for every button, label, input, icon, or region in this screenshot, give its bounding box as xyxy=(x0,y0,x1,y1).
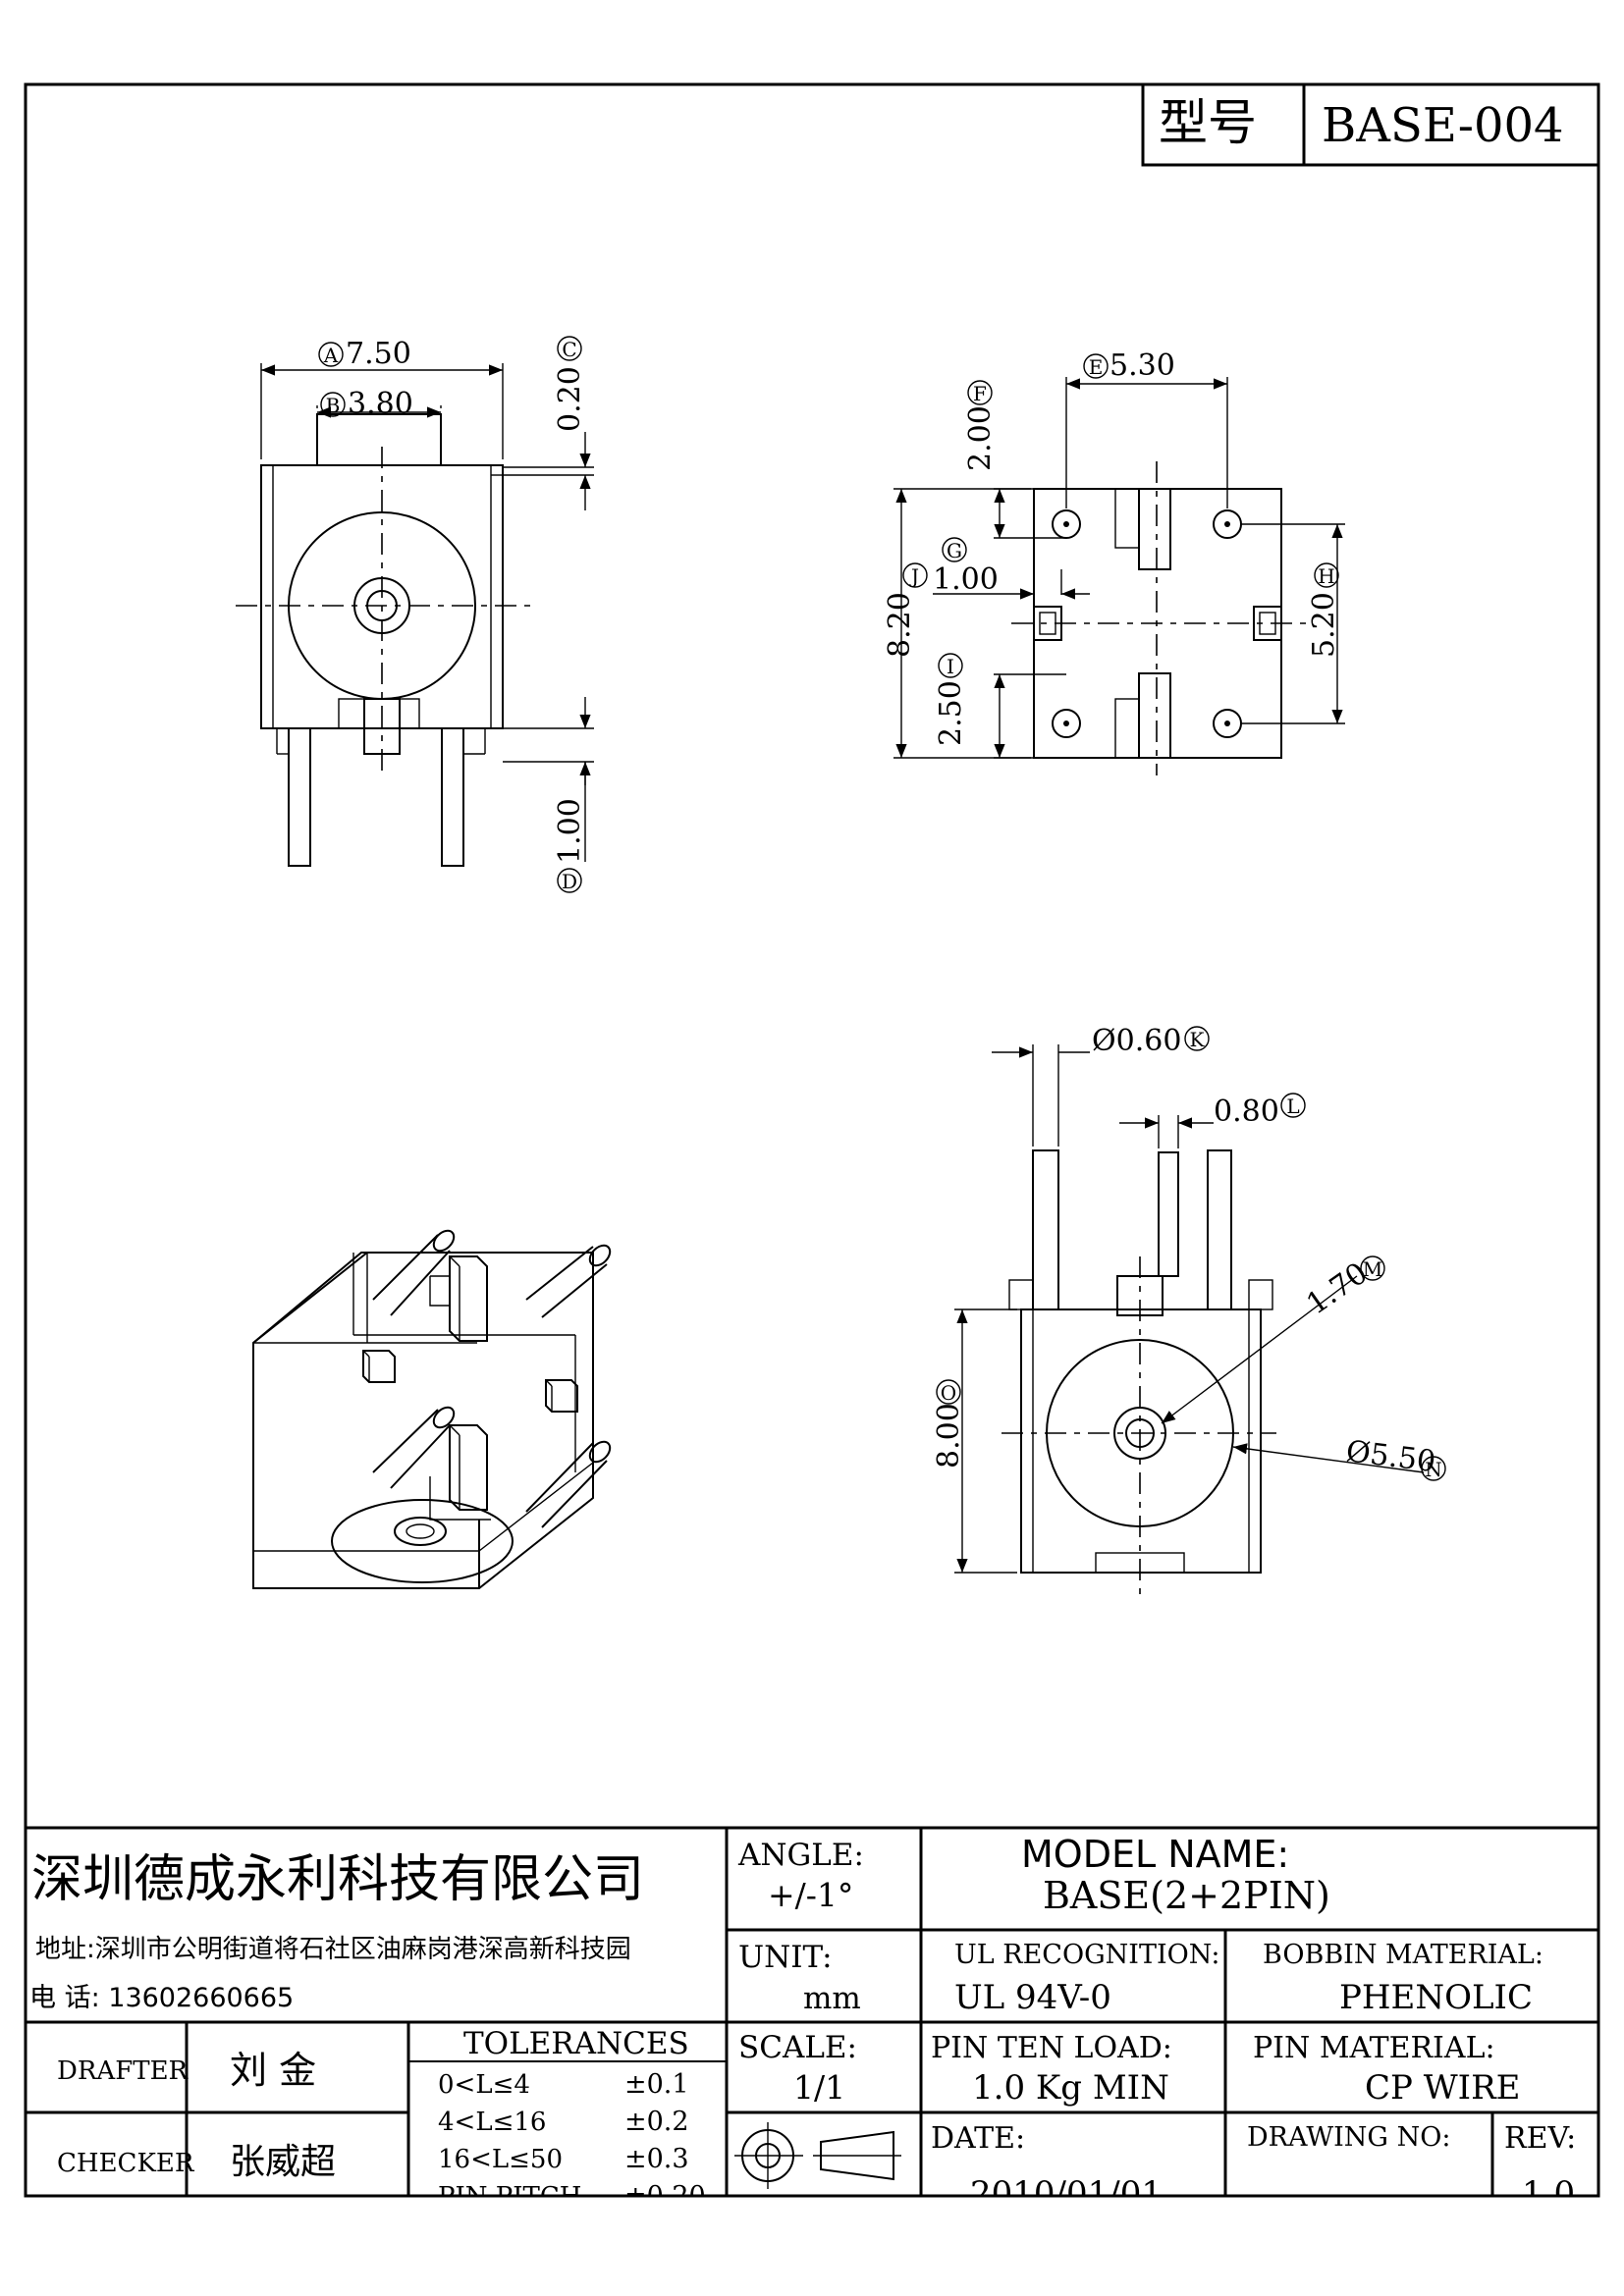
dim-j-value: 8.20 xyxy=(883,592,917,658)
dim-c-value: 0.20 xyxy=(553,366,587,432)
isometric-view xyxy=(252,1229,612,1589)
dim-n-diameter: Ø xyxy=(1344,1434,1373,1471)
drafter-value: 刘 金 xyxy=(230,2049,316,2092)
scale-label: SCALE: xyxy=(738,2030,857,2065)
pin-ten-value: 1.0 Kg MIN xyxy=(972,2068,1169,2108)
dim-d-letter: D xyxy=(562,870,577,893)
date-label: DATE: xyxy=(931,2121,1025,2156)
angle-value: +/-1° xyxy=(768,1876,853,1914)
bottom-view: E 5.30 F 2.00 G 1.00 J 8.20 I 2.50 xyxy=(883,348,1345,775)
dim-o-value: 8.00 xyxy=(932,1403,966,1468)
dim-b-letter: B xyxy=(326,394,341,417)
tol-value-2: ±0.3 xyxy=(624,2144,689,2174)
tol-value-3: ±0.20 xyxy=(624,2181,706,2212)
model-name-label: MODEL NAME: xyxy=(1021,1833,1289,1876)
dim-g-letter: G xyxy=(947,539,962,562)
dim-k-number: 0.60 xyxy=(1116,1024,1182,1058)
dim-a-letter: A xyxy=(323,344,339,367)
rev-label: REV: xyxy=(1504,2121,1576,2156)
tol-value-1: ±0.2 xyxy=(624,2107,689,2137)
date-value: 2010/01/01 xyxy=(970,2174,1163,2214)
tol-range-2: 16<L≤50 xyxy=(438,2145,563,2174)
dim-i-letter: I xyxy=(947,655,954,678)
projection-symbol-icon xyxy=(734,2122,901,2189)
bobbin-label: BOBBIN MATERIAL: xyxy=(1263,1940,1543,1970)
drafter-label: DRAFTER xyxy=(57,2056,189,2086)
dim-o-letter: O xyxy=(941,1381,956,1405)
dim-j-letter: J xyxy=(909,564,919,588)
tol-range-0: 0<L≤4 xyxy=(438,2070,530,2100)
dim-e-letter: E xyxy=(1089,355,1104,379)
angle-label: ANGLE: xyxy=(737,1838,864,1873)
outer-border xyxy=(24,82,1600,2198)
dim-g-value: 1.00 xyxy=(933,562,999,597)
dim-m-letter: M xyxy=(1363,1257,1382,1281)
dim-i-value: 2.50 xyxy=(934,680,968,746)
title-block: 深圳德成永利科技有限公司 地址:深圳市公明街道将石社区油麻岗港深高新科技园 电 … xyxy=(26,1826,1598,2214)
company-phone: 电 话: 13602660665 xyxy=(29,1983,294,2013)
pin-mat-label: PIN MATERIAL: xyxy=(1253,2031,1495,2065)
dim-f-letter: F xyxy=(973,382,987,405)
dim-n-number: 5.50 xyxy=(1368,1437,1437,1479)
dim-e-value: 5.30 xyxy=(1110,348,1175,383)
dim-h-letter: H xyxy=(1318,564,1334,588)
checker-value: 张威超 xyxy=(230,2142,336,2182)
checker-label: CHECKER xyxy=(57,2149,195,2178)
ul-value: UL 94V-0 xyxy=(954,1978,1111,2017)
dim-n-letter: N xyxy=(1425,1458,1442,1481)
company-address: 地址:深圳市公明街道将石社区油麻岗港深高新科技园 xyxy=(35,1935,631,1964)
pin-ten-label: PIN TEN LOAD: xyxy=(931,2031,1172,2065)
front-view: A 7.50 B 3.80 C 0.20 1.00 D xyxy=(236,336,594,893)
ul-label: UL RECOGNITION: xyxy=(954,1940,1220,1970)
tol-value-0: ±0.1 xyxy=(624,2069,689,2100)
dim-k-diameter: Ø xyxy=(1092,1024,1116,1058)
tol-range-3: PIN PITCH xyxy=(438,2182,581,2212)
rev-value: 1.0 xyxy=(1522,2174,1575,2214)
side-view: Ø0.60 K 0.80 L 1.70 M Ø5.50 N O 8.00 xyxy=(932,1024,1446,1600)
unit-value: mm xyxy=(803,1981,861,2016)
dim-k-value: Ø0.60 xyxy=(1092,1024,1181,1058)
dim-f-value: 2.00 xyxy=(963,405,998,471)
model-name-value: BASE(2+2PIN) xyxy=(1043,1874,1330,1917)
tolerances-label: TOLERANCES xyxy=(463,2026,689,2061)
dim-l-letter: L xyxy=(1286,1095,1299,1118)
tol-range-1: 4<L≤16 xyxy=(438,2108,546,2137)
dim-l-value: 0.80 xyxy=(1214,1095,1279,1129)
drawing-no-label: DRAWING NO: xyxy=(1247,2122,1450,2153)
unit-label: UNIT: xyxy=(738,1940,833,1975)
model-box-label: 型号 xyxy=(1159,94,1257,151)
pin-mat-value: CP WIRE xyxy=(1365,2068,1521,2108)
model-box-value: BASE-004 xyxy=(1322,98,1564,153)
dim-a-value: 7.50 xyxy=(346,337,411,371)
dim-h-value: 5.20 xyxy=(1307,592,1341,658)
dim-b-value: 3.80 xyxy=(348,387,413,421)
dim-c-letter: C xyxy=(562,338,576,361)
dim-n-value: Ø5.50 xyxy=(1344,1434,1437,1479)
model-box: 型号 BASE-004 xyxy=(1141,82,1600,167)
dim-d-value: 1.00 xyxy=(553,798,587,864)
bobbin-value: PHENOLIC xyxy=(1339,1978,1533,2017)
dim-k-letter: K xyxy=(1190,1028,1206,1051)
company-name: 深圳德成永利科技有限公司 xyxy=(31,1850,644,1909)
scale-value: 1/1 xyxy=(793,2068,845,2107)
